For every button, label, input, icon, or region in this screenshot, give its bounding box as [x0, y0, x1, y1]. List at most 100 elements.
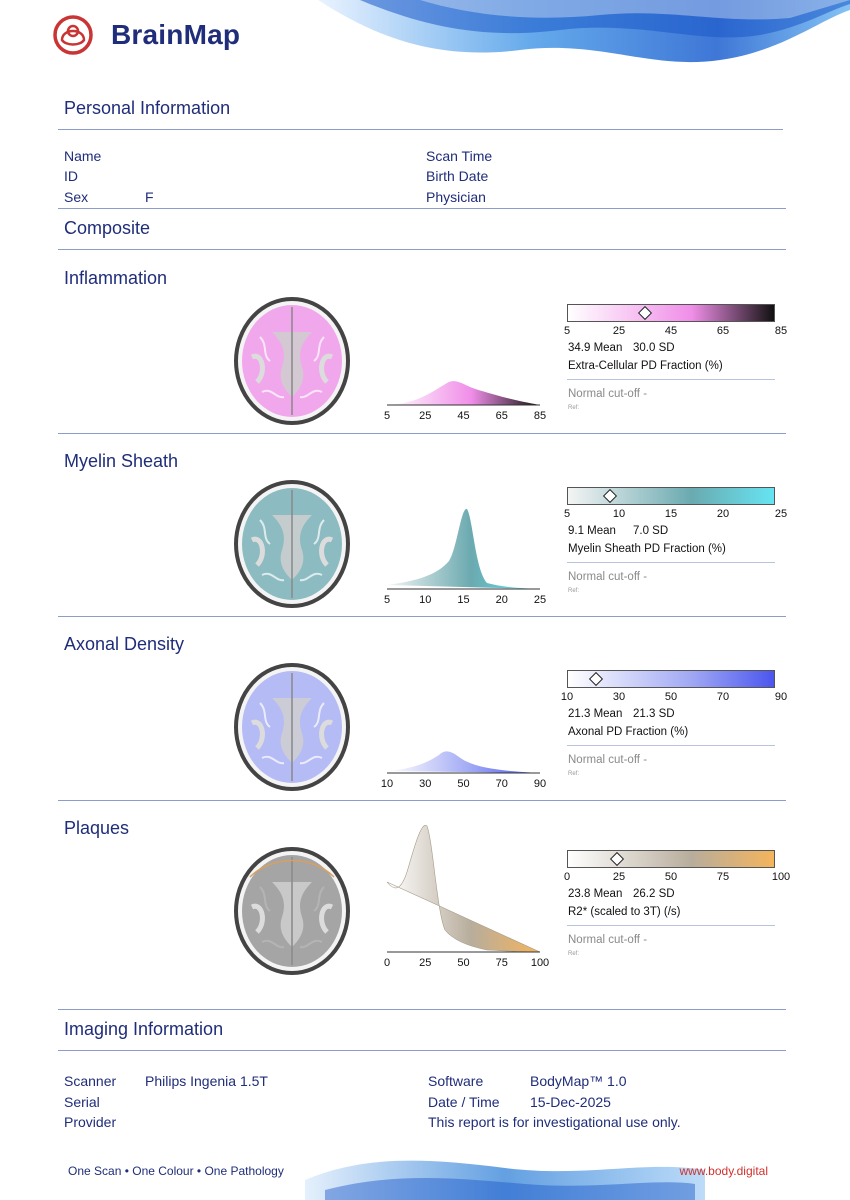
colorbar — [567, 670, 775, 688]
normal-cutoff: Normal cut-off - — [568, 571, 648, 583]
histogram-tick-label: 70 — [495, 778, 508, 790]
histogram-tick-label: 75 — [495, 957, 508, 969]
divider — [567, 379, 775, 380]
brand-name: BrainMap — [111, 19, 241, 50]
histogram-tick-label: 85 — [533, 410, 547, 422]
metric-label: Myelin Sheath PD Fraction (%) — [568, 543, 726, 555]
colorbar-tick-label: 50 — [664, 691, 678, 703]
histogram-tick-label: 25 — [533, 594, 547, 606]
datetime-value: 15-Dec-2025 — [530, 1094, 611, 1110]
histogram-tick-label: 45 — [457, 410, 470, 422]
colorbar-tick-label: 0 — [563, 871, 571, 883]
distribution-histogram — [386, 825, 541, 953]
colorbar-tick-label: 65 — [716, 325, 730, 337]
software-label: Software — [428, 1073, 484, 1089]
serial-label: Serial — [64, 1094, 100, 1110]
normal-cutoff: Normal cut-off - — [568, 388, 648, 400]
colorbar-tick-label: 50 — [664, 871, 678, 883]
divider — [58, 1009, 786, 1010]
panel-title: Axonal Density — [64, 634, 185, 654]
distribution-histogram — [387, 381, 540, 406]
divider — [567, 562, 775, 563]
brain-map-image — [234, 663, 350, 791]
ref-label: Ref: — [568, 951, 580, 957]
ref-label: Ref: — [568, 771, 580, 777]
divider — [567, 745, 775, 746]
software-value: BodyMap™ 1.0 — [530, 1073, 627, 1089]
histogram-tick-label: 50 — [457, 957, 470, 969]
colorbar-tick-label: 10 — [560, 691, 574, 703]
panel-title: Myelin Sheath — [64, 451, 179, 471]
sd-value: 21.3 SD — [633, 708, 675, 720]
footer-tagline: One Scan • One Colour • One Pathology — [68, 1164, 284, 1178]
histogram-tick-label: 20 — [495, 594, 508, 606]
mean-value: 23.8 Mean — [568, 888, 623, 900]
divider — [58, 208, 786, 209]
metric-label: Extra-Cellular PD Fraction (%) — [568, 360, 723, 372]
colorbar — [567, 487, 775, 505]
histogram-tick-label: 10 — [380, 778, 394, 790]
sex-label: Sex — [64, 189, 89, 205]
sd-value: 26.2 SD — [633, 888, 675, 900]
birth-date-label: Birth Date — [426, 168, 489, 184]
divider — [58, 616, 786, 617]
mean-value: 9.1 Mean — [568, 525, 616, 537]
histogram-tick-label: 10 — [419, 594, 432, 606]
scanner-value: Philips Ingenia 1.5T — [145, 1073, 268, 1089]
normal-cutoff: Normal cut-off - — [568, 934, 648, 946]
footer-wave-decoration — [305, 1160, 705, 1200]
colorbar-tick-label: 75 — [716, 871, 730, 883]
histogram-tick-label: 0 — [383, 957, 391, 969]
brain-map-image — [234, 480, 350, 608]
histogram-tick-label: 15 — [457, 594, 470, 606]
divider — [567, 925, 775, 926]
scanner-label: Scanner — [64, 1073, 117, 1089]
histogram-tick-label: 30 — [419, 778, 432, 790]
footer-website[interactable]: www.body.digital — [679, 1164, 769, 1178]
datetime-label: Date / Time — [428, 1094, 500, 1110]
disclaimer: This report is for investigational use o… — [428, 1114, 681, 1130]
histogram-tick-label: 50 — [457, 778, 470, 790]
histogram-tick-label: 5 — [383, 410, 391, 422]
name-label: Name — [64, 148, 102, 164]
brain-map-image — [234, 297, 350, 425]
distribution-histogram — [387, 508, 540, 590]
colorbar-tick-label: 25 — [612, 325, 626, 337]
id-label: ID — [64, 168, 78, 184]
colorbar-tick-label: 20 — [716, 508, 730, 520]
colorbar-tick-label: 90 — [774, 691, 788, 703]
panel-title: Plaques — [64, 818, 130, 838]
colorbar-tick-label: 70 — [716, 691, 730, 703]
panel-title: Inflammation — [64, 268, 168, 288]
divider — [58, 800, 786, 801]
colorbar-tick-label: 85 — [774, 325, 788, 337]
scan-time-label: Scan Time — [426, 148, 493, 164]
distribution-histogram — [387, 751, 540, 774]
header-wave-decoration — [318, 0, 850, 63]
mean-value: 34.9 Mean — [568, 342, 623, 354]
sd-value: 7.0 SD — [633, 525, 669, 537]
metric-label: R2* (scaled to 3T) (/s) — [568, 906, 681, 918]
ref-label: Ref: — [568, 588, 580, 594]
colorbar — [567, 304, 775, 322]
histogram-tick-label: 25 — [419, 957, 432, 969]
histogram-tick-label: 90 — [533, 778, 547, 790]
brain-map-image — [234, 847, 350, 975]
provider-label: Provider — [64, 1114, 117, 1130]
colorbar-tick-label: 15 — [664, 508, 678, 520]
imaging-info-title: Imaging Information — [64, 1019, 224, 1039]
divider — [58, 433, 786, 434]
sd-value: 30.0 SD — [633, 342, 675, 354]
colorbar-tick-label: 5 — [563, 508, 571, 520]
divider — [58, 1050, 786, 1051]
colorbar-tick-label: 10 — [612, 508, 626, 520]
mean-value: 21.3 Mean — [568, 708, 623, 720]
divider — [58, 249, 786, 250]
divider — [58, 129, 783, 130]
sex-value: F — [145, 189, 154, 205]
colorbar-tick-label: 25 — [612, 871, 626, 883]
colorbar-tick-label: 25 — [774, 508, 788, 520]
histogram-tick-label: 65 — [495, 410, 508, 422]
colorbar — [567, 850, 775, 868]
histogram-tick-label: 5 — [383, 594, 391, 606]
